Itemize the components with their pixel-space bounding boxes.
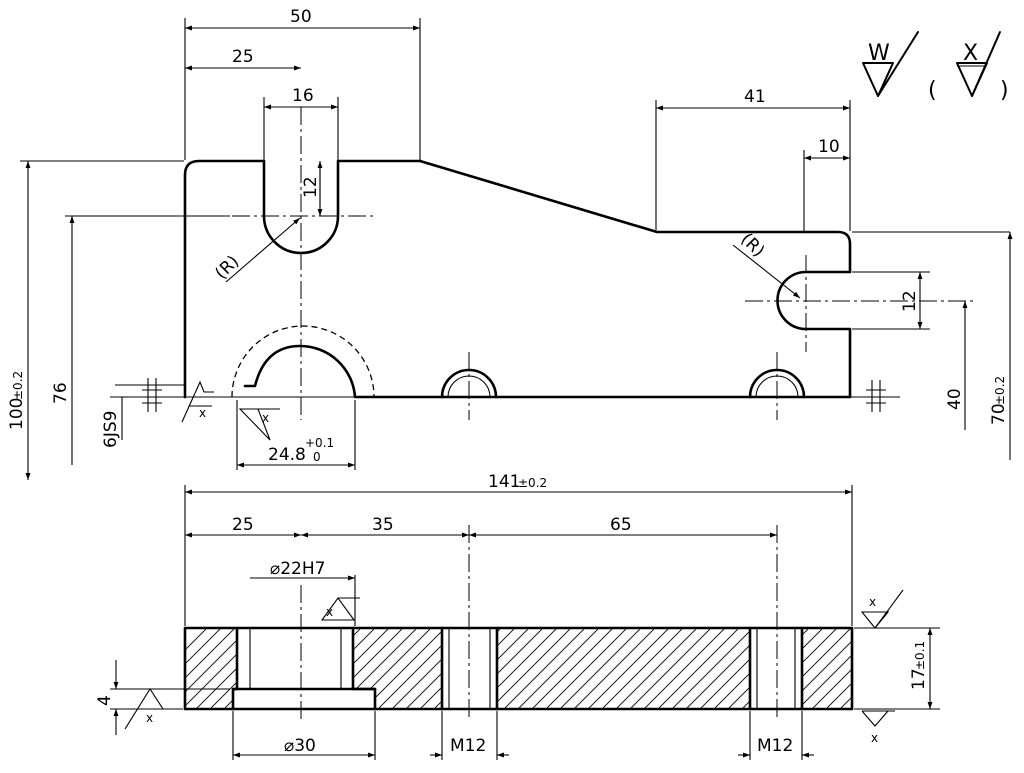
section-outline [183,626,854,711]
hatch-line [805,628,852,709]
open-paren: ( [928,78,937,103]
hatch-line [749,628,846,709]
hatch-line [273,628,370,709]
dim-m12-b: M12 [757,736,793,756]
dim-100: 100 [7,398,27,430]
hatch-line [553,628,650,709]
hatch-line [483,628,580,709]
hatch-line [651,628,748,709]
dim-50: 50 [290,7,312,27]
dim-141-tol: ±0.2 [518,476,547,490]
section-view [110,485,985,760]
hatch-line [623,628,720,709]
dim-m12-a: M12 [450,736,486,756]
hatch-line [469,628,566,709]
radius-label-left: (R) [211,252,243,284]
hatch-line [609,628,706,709]
dim-40: 40 [945,388,965,410]
dim-65: 65 [610,515,632,535]
hatch-line [567,628,664,709]
surface-symbol-w: W [868,41,890,66]
dim-12-slot: 12 [301,176,321,198]
hatch-line [203,628,300,709]
hatch-line [791,628,852,709]
surface-x-bottom-right: x [871,731,878,745]
hatch-line [525,628,622,709]
dim-16: 16 [292,86,314,106]
hatch-line [231,628,328,709]
surface-x-24-8: x [262,411,269,425]
hatch-line [693,628,790,709]
hatch-line [185,628,272,709]
hatch-line [890,620,985,715]
dim-4: 4 [95,695,115,706]
hatch-line [581,628,678,709]
hatch-line [862,620,957,715]
close-paren: ) [1000,78,1009,103]
hatch-line [385,628,482,709]
hatch-line [185,628,244,709]
dim-70: 70 [989,403,1009,425]
dimension-labels: 50 25 16 12 41 10 12 (R) (R) 100 ±0.2 76… [7,7,1009,756]
section-hatching [185,620,985,715]
dim-17-tol: ±0.1 [913,641,927,670]
dim-70-tol: ±0.2 [993,376,1007,405]
hatch-line [301,628,398,709]
surface-x-top-left: x [199,406,206,420]
radius-label-right: (R) [736,229,768,261]
hatch-line [185,628,230,709]
general-surface-symbols [862,31,1001,97]
hatch-line [707,628,804,709]
hatch-line [637,628,734,709]
dim-d22h7: ⌀22H7 [270,559,325,579]
hatch-line [287,628,384,709]
surface-x-top-right: x [869,595,876,609]
dim-6js9: 6JS9 [101,411,121,448]
dim-25-bottom: 25 [232,515,254,535]
surface-symbol-x: X [963,41,978,66]
hatch-line [343,628,440,709]
top-view-outline [183,159,852,399]
hatch-line [357,628,454,709]
dim-12-side: 12 [900,290,920,312]
hatch-line [315,628,412,709]
hatch-line [245,628,342,709]
dim-24-8-tol-lower: 0 [313,450,321,464]
hatch-line [679,628,776,709]
surface-x-bottom-left: x [146,711,153,725]
dim-17: 17 [909,668,929,690]
hatch-line [399,628,496,709]
hatch-line [833,628,852,709]
dim-41: 41 [744,87,766,107]
dim-76: 76 [51,382,71,404]
dim-35: 35 [372,515,394,535]
hatch-line [329,628,426,709]
hatch-line [185,628,258,709]
hatch-line [371,628,468,709]
dim-d30: ⌀30 [284,736,316,756]
hatch-line [777,628,852,709]
hatch-line [511,628,608,709]
hatch-line [185,628,216,709]
surface-x-bore: x [326,605,333,619]
hatch-line [763,628,852,709]
hatch-line [497,628,594,709]
hatch-line [455,628,552,709]
hatch-line [819,628,852,709]
top-view [20,18,1013,480]
dim-24-8-tol-upper: +0.1 [305,436,334,450]
hatch-line [665,628,762,709]
dim-100-tol: ±0.2 [11,371,25,400]
dim-25-top: 25 [232,47,254,67]
hatch-line [539,628,636,709]
dim-141: 141 [488,472,520,492]
boss-hidden-arc [231,325,375,398]
hatch-line [595,628,692,709]
dim-24-8: 24.8 [268,445,306,465]
dim-10: 10 [818,137,840,157]
hatch-line [413,628,510,709]
hatch-line [847,628,852,709]
